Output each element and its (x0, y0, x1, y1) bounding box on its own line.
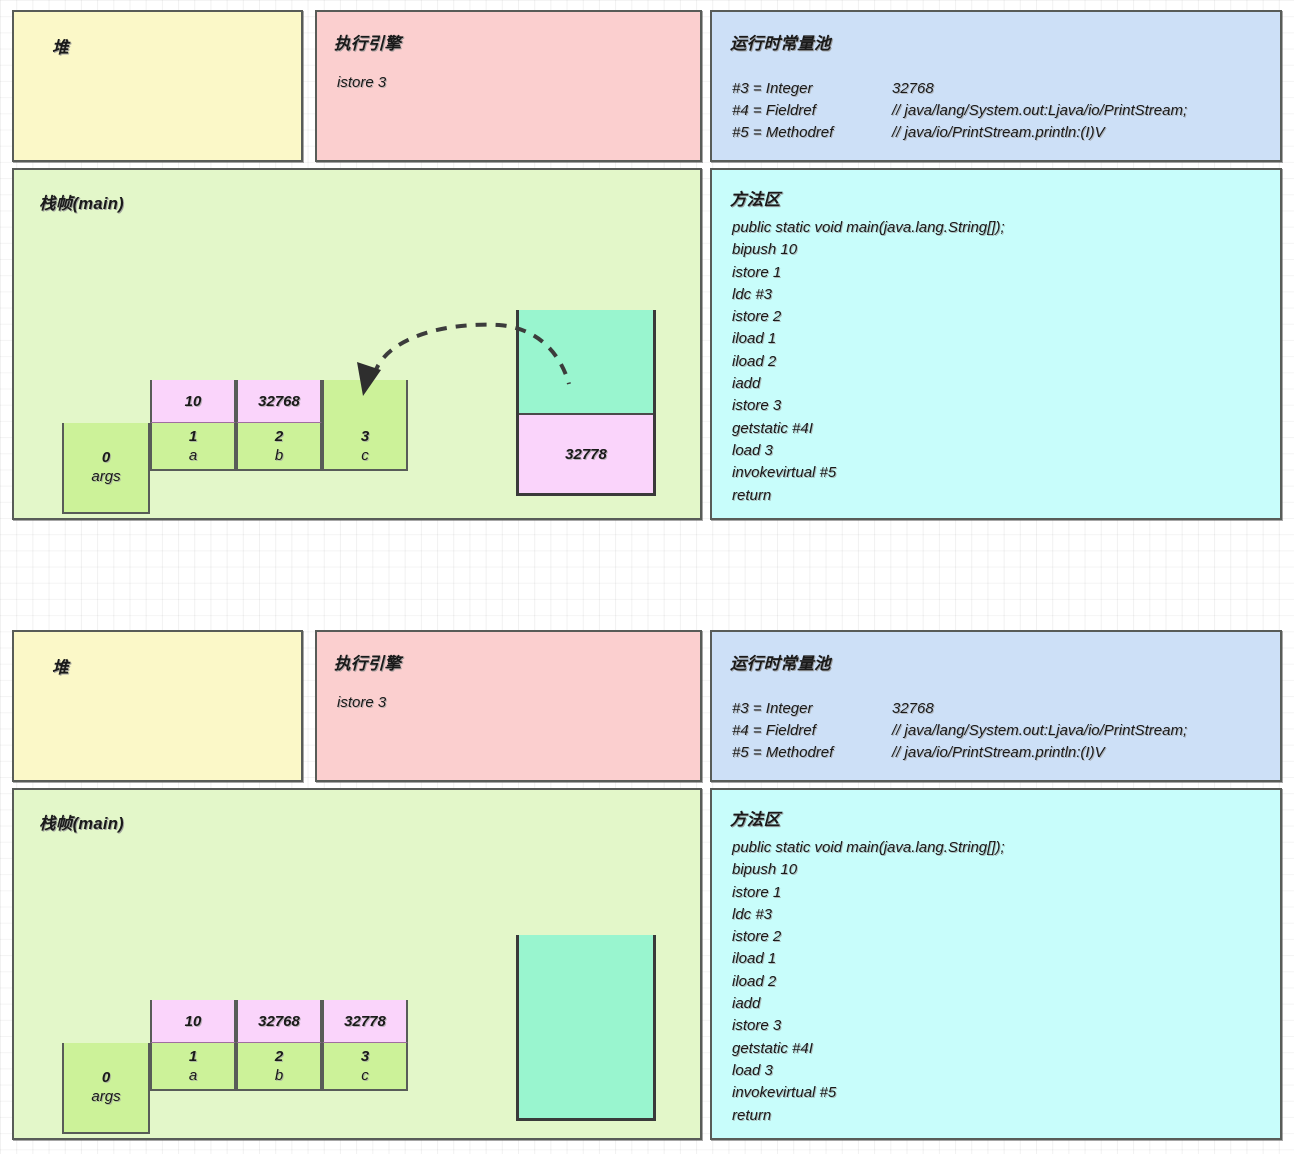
cp2-entry-value-1: // java/lang/System.out:Ljava/io/PrintSt… (892, 722, 1188, 739)
cp-entry-ref-0: #3 = Integer (732, 80, 813, 97)
cp2-entry-value-0: 32768 (892, 700, 934, 717)
lvt2-slot-2: 32768 2 b (236, 1000, 322, 1134)
local-variable-table-1: 0 args 10 1 a 32768 2 b (62, 380, 408, 514)
lvt-name-3: c (361, 446, 369, 464)
lvt-name-1: a (188, 446, 198, 464)
lvt2-name-2: b (274, 1066, 284, 1084)
operand-stack-free-space-2 (519, 935, 653, 1118)
cp-entry-ref-1: #4 = Fieldref (732, 102, 816, 119)
lvt-index-0: 0 (101, 449, 111, 466)
lvt2-value-2: 32768 (236, 1000, 322, 1043)
lvt-index-3: 3 (360, 427, 370, 445)
lvt2-index-1: 1 (188, 1047, 198, 1065)
cp-entry-value-0: 32768 (892, 80, 934, 97)
method-area-code-2: public static void main(java.lang.String… (732, 839, 1005, 1124)
heap-box-2: 堆 (12, 630, 303, 782)
lvt2-slot-0: 0 args (62, 1000, 150, 1134)
lvt-slot-2: 32768 2 b (236, 380, 322, 514)
lvt2-index-0: 0 (101, 1069, 111, 1086)
method-area-title: 方法区 (730, 191, 781, 209)
current-instruction-2: istore 3 (337, 694, 387, 711)
cp-entry-value-2: // java/io/PrintStream.println:(I)V (892, 124, 1105, 141)
cp-entry-ref-2: #5 = Methodref (732, 124, 834, 141)
lvt2-index-3: 3 (360, 1047, 370, 1065)
stack-frame-box-1: 栈帧(main) 0 args 10 1 a 32768 2 (12, 168, 702, 520)
stack-frame-box-2: 栈帧(main) 0 args 10 1 a 32768 2 (12, 788, 702, 1140)
lvt2-slot-3: 32778 3 c (322, 1000, 408, 1134)
runtime-constant-pool-title-2: 运行时常量池 (730, 655, 831, 673)
cp2-entry-ref-1: #4 = Fieldref (732, 722, 816, 739)
lvt-index-2: 2 (274, 427, 284, 445)
cp-entry-value-1: // java/lang/System.out:Ljava/io/PrintSt… (892, 102, 1188, 119)
execution-engine-box-1: 执行引擎 istore 3 (315, 10, 702, 162)
heap-box-1: 堆 (12, 10, 303, 162)
operand-stack-item-0: 32778 (519, 413, 653, 493)
lvt2-slot-1: 10 1 a (150, 1000, 236, 1134)
lvt2-value-1: 10 (150, 1000, 236, 1043)
local-variable-table-2: 0 args 10 1 a 32768 2 b 32778 (62, 1000, 408, 1134)
operand-stack-2 (516, 935, 656, 1121)
lvt-slot-3: 3 c (322, 380, 408, 514)
lvt-value-1: 10 (150, 380, 236, 423)
lvt2-name-0: args (91, 1088, 121, 1105)
cp2-entry-ref-0: #3 = Integer (732, 700, 813, 717)
execution-engine-box-2: 执行引擎 istore 3 (315, 630, 702, 782)
cp2-entry-ref-2: #5 = Methodref (732, 744, 834, 761)
stack-frame-title: 栈帧(main) (39, 195, 124, 213)
current-instruction: istore 3 (337, 74, 387, 91)
operand-stack-1: 32778 (516, 310, 656, 496)
execution-engine-title-2: 执行引擎 (334, 655, 402, 673)
lvt2-value-3: 32778 (322, 1000, 408, 1043)
stack-frame-title-2: 栈帧(main) (39, 815, 124, 833)
runtime-constant-pool-box-2: 运行时常量池 #3 = Integer 32768 #4 = Fieldref … (710, 630, 1282, 782)
lvt-slot-1: 10 1 a (150, 380, 236, 514)
lvt-name-2: b (274, 446, 284, 464)
method-area-box-1: 方法区 public static void main(java.lang.St… (710, 168, 1282, 520)
lvt-value-2: 32768 (236, 380, 322, 423)
runtime-constant-pool-box-1: 运行时常量池 #3 = Integer 32768 #4 = Fieldref … (710, 10, 1282, 162)
heap-title: 堆 (52, 39, 69, 57)
heap-title-2: 堆 (52, 659, 69, 677)
method-area-box-2: 方法区 public static void main(java.lang.St… (710, 788, 1282, 1140)
cp2-entry-value-2: // java/io/PrintStream.println:(I)V (892, 744, 1105, 761)
method-area-title-2: 方法区 (730, 811, 781, 829)
lvt-slot-0: 0 args (62, 380, 150, 514)
lvt-index-1: 1 (188, 427, 198, 445)
method-area-code: public static void main(java.lang.String… (732, 219, 1005, 504)
lvt-value-3 (322, 380, 408, 423)
execution-engine-title: 执行引擎 (334, 35, 402, 53)
runtime-constant-pool-title: 运行时常量池 (730, 35, 831, 53)
lvt2-name-3: c (361, 1066, 369, 1084)
operand-stack-free-space (519, 310, 653, 413)
lvt2-name-1: a (188, 1066, 198, 1084)
lvt2-index-2: 2 (274, 1047, 284, 1065)
lvt-name-0: args (91, 468, 121, 485)
